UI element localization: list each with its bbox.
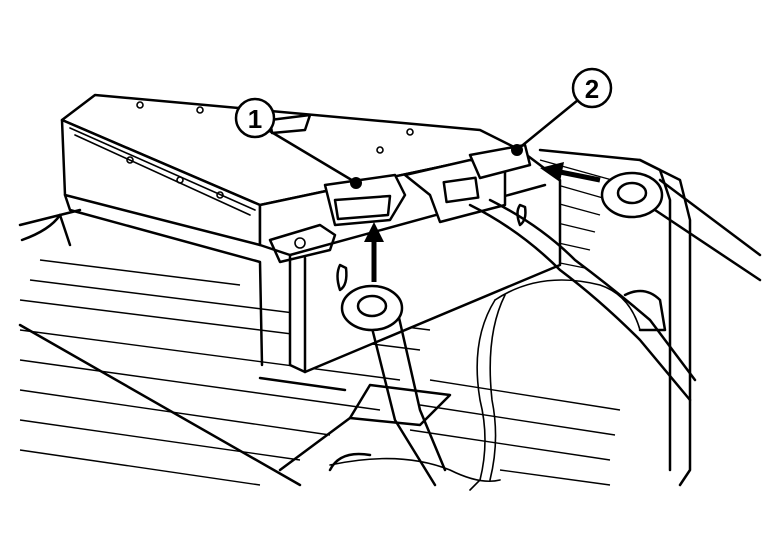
arrow-up-icon — [364, 222, 384, 282]
callout-1-label: 1 — [248, 104, 262, 134]
callout-1: 1 — [234, 97, 276, 139]
arrow-left-icon — [540, 162, 601, 183]
ground-cable-1 — [340, 284, 447, 487]
callout-2-label: 2 — [585, 74, 599, 104]
unit-body — [60, 93, 562, 374]
callout-1-leader — [266, 128, 357, 184]
wire-harness — [329, 198, 697, 491]
ground-cable-2 — [600, 171, 762, 282]
callout-2-leader — [516, 98, 580, 151]
floor-hatching — [18, 159, 631, 487]
callout-2: 2 — [571, 67, 613, 109]
